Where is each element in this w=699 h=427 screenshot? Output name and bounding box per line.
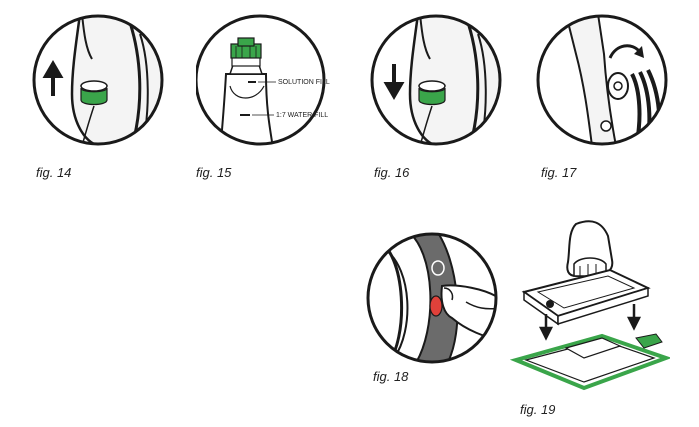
fig14-caption: fig. 14 xyxy=(36,165,72,180)
fig16-illustration xyxy=(370,14,502,146)
fig18-caption: fig. 18 xyxy=(373,369,409,384)
rotate-arrow-icon xyxy=(608,44,642,59)
up-arrow-icon xyxy=(42,60,64,96)
figure-16 xyxy=(370,14,502,146)
fig19-caption: fig. 19 xyxy=(520,402,556,417)
fig18-illustration xyxy=(366,232,498,364)
fig15-caption: fig. 15 xyxy=(196,165,232,180)
down-arrow-icon xyxy=(383,64,405,100)
fig17-caption: fig. 17 xyxy=(541,165,577,180)
solution-fill-label: SOLUTION FILL xyxy=(278,79,330,86)
figure-19 xyxy=(510,218,670,406)
fig17-illustration xyxy=(536,14,668,146)
fig14-illustration xyxy=(32,14,164,146)
fig15-illustration: SOLUTION FILL 1:7 WATER FILL xyxy=(196,14,330,146)
water-fill-label: 1:7 WATER FILL xyxy=(276,112,328,119)
fig16-caption: fig. 16 xyxy=(374,165,410,180)
fig19-illustration xyxy=(510,220,670,391)
figure-18 xyxy=(366,230,502,366)
figure-17 xyxy=(536,14,668,146)
down-arrow-left-icon xyxy=(538,314,554,341)
down-arrow-right-icon xyxy=(626,304,642,331)
figure-14 xyxy=(32,14,164,146)
figure-15: SOLUTION FILL 1:7 WATER FILL xyxy=(196,14,336,150)
